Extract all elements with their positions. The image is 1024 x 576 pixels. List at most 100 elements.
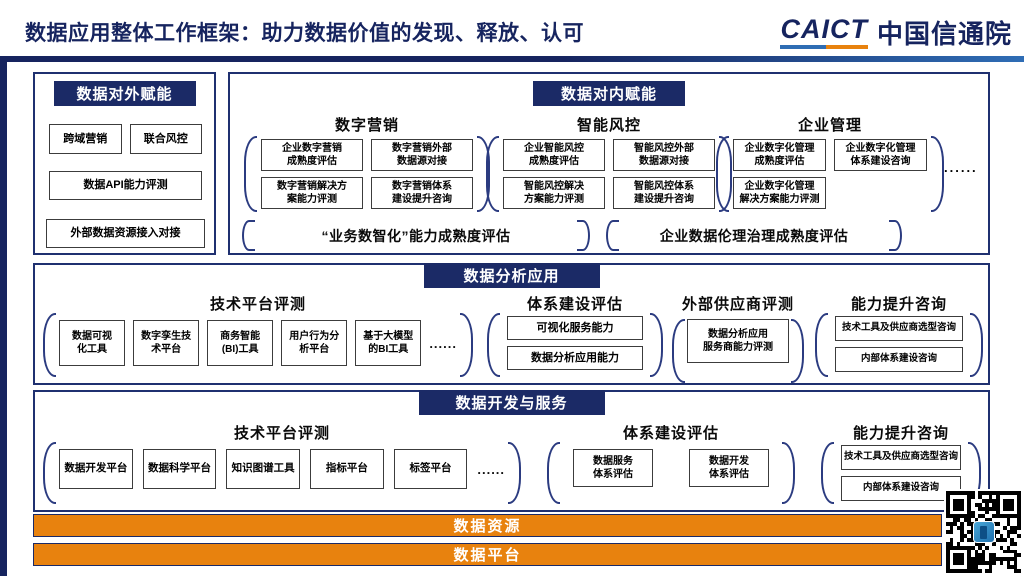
development-system-group: 体系建设评估 数据服务 体系评估 数据开发 体系评估 (547, 422, 795, 504)
feature-box: 数字营销体系 建设提升咨询 (371, 177, 473, 209)
feature-box: 联合风控 (129, 124, 202, 154)
bar-label: 数据平台 (453, 547, 522, 564)
ellipsis-more: ...... (944, 160, 978, 175)
right-bracket-icon (889, 220, 902, 251)
feature-box: 内部体系建设咨询 (835, 347, 963, 372)
caict-logo-chinese: 中国信通院 (876, 18, 1012, 49)
internal-group-enterprise-mgmt: 企业管理 企业数字化管理 成熟度评估 企业数字化管理 体系建设咨询 企业数字化管… (716, 114, 944, 232)
development-tech-platform-group: 技术平台评测 数据开发平台 数据科学平台 知识图谱工具 指标平台 标签平台 ..… (43, 422, 521, 504)
group-title: 体系建设评估 (526, 296, 623, 313)
feature-box: 数据可视 化工具 (59, 320, 126, 366)
bracket-group: 技术工具及供应商选型咨询 内部体系建设咨询 (821, 442, 981, 504)
ellipsis-more: ...... (477, 461, 506, 477)
bracket-group: 企业智能风控 成熟度评估 智能风控外部 数据源对接 智能风控解决 方案能力评测 … (486, 136, 732, 212)
feature-box: 指标平台 (310, 449, 384, 489)
analysis-vendor-group: 外部供应商评测 数据分析应用 服务商能力评测 (672, 293, 804, 383)
group-title: 技术平台评测 (233, 425, 330, 442)
qr-center-icon (972, 521, 995, 543)
feature-box: 技术工具及供应商选型咨询 (841, 445, 961, 470)
panel-external-empowerment: 数据对外赋能 跨域营销 联合风控 数据API能力评测 外部数据资源接入对接 (33, 72, 216, 255)
caict-logo-underline (780, 44, 868, 49)
data-resources-bar: 数据资源 (33, 514, 942, 537)
feature-box: 内部体系建设咨询 (841, 476, 961, 501)
feature-box: 用户行为分 析平台 (281, 320, 348, 366)
feature-box: 数据分析应用 服务商能力评测 (687, 319, 789, 363)
bracket-group: “业务数智化”能力成熟度评估 (242, 220, 590, 251)
header: 数据应用整体工作框架：助力数据价值的发现、释放、认可 CAICT 中国信通院 (25, 10, 1012, 54)
analysis-tech-platform-group: 技术平台评测 数据可视 化工具 数字孪生技 术平台 商务智能 (BI)工具 用户… (43, 293, 473, 377)
bracket-group: 数据分析应用 服务商能力评测 (672, 319, 804, 383)
feature-box: 智能风控体系 建设提升咨询 (613, 177, 715, 209)
feature-box: 智能风控解决 方案能力评测 (503, 177, 605, 209)
left-bracket-icon (487, 313, 500, 377)
left-bracket-icon (486, 136, 499, 212)
group-title: 企业管理 (797, 117, 862, 134)
right-bracket-icon (791, 319, 804, 383)
group-title: 外部供应商评测 (681, 296, 794, 313)
group-title: 能力提升咨询 (852, 425, 949, 442)
left-bracket-icon (716, 136, 729, 212)
assessment-label: “业务数智化”能力成熟度评估 (321, 227, 511, 244)
caict-logo: CAICT 中国信通院 (780, 14, 1012, 51)
bracket-group: 技术工具及供应商选型咨询 内部体系建设咨询 (815, 313, 983, 377)
feature-box: 外部数据资源接入对接 (46, 219, 205, 248)
feature-box: 技术工具及供应商选型咨询 (835, 316, 963, 341)
feature-box: 智能风控外部 数据源对接 (613, 139, 715, 171)
feature-box: 企业数字化管理 解决方案能力评测 (733, 177, 826, 209)
feature-box: 数据科学平台 (142, 449, 217, 489)
caict-logo-text: CAICT (780, 13, 868, 44)
feature-box: 跨域营销 (49, 124, 122, 154)
internal-bottom-assessment-2: 企业数据伦理治理成熟度评估 (606, 220, 902, 251)
feature-box: 企业数字化管理 成熟度评估 (733, 139, 826, 171)
analysis-consult-group: 能力提升咨询 技术工具及供应商选型咨询 内部体系建设咨询 (815, 293, 983, 377)
feature-box: 商务智能 (BI)工具 (207, 320, 274, 366)
bracket-group: 企业数字化管理 成熟度评估 企业数字化管理 体系建设咨询 企业数字化管理 解决方… (716, 136, 944, 212)
feature-box: 数字孪生技 术平台 (133, 320, 200, 366)
data-platform-bar: 数据平台 (33, 543, 942, 566)
feature-box: 数据分析应用能力 (507, 346, 643, 370)
feature-box: 数据开发 体系评估 (689, 449, 769, 487)
bar-label: 数据资源 (453, 518, 522, 535)
group-title: 技术平台评测 (209, 296, 306, 313)
title-divider (0, 56, 1024, 62)
left-bracket-icon (815, 313, 828, 377)
right-bracket-icon (577, 220, 590, 251)
internal-bottom-assessment-1: “业务数智化”能力成熟度评估 (242, 220, 590, 251)
feature-box: 标签平台 (393, 449, 468, 489)
left-bracket-icon (244, 136, 257, 212)
feature-box: 数字营销外部 数据源对接 (371, 139, 473, 171)
internal-group-smart-risk: 智能风控 企业智能风控 成熟度评估 智能风控外部 数据源对接 智能风控解决 方案… (486, 114, 732, 232)
qr-code (944, 489, 1023, 575)
ellipsis-more: ...... (429, 335, 457, 351)
feature-box: 数据服务 体系评估 (573, 449, 653, 487)
caict-logotype: CAICT (780, 13, 868, 49)
left-bracket-icon (43, 442, 56, 504)
feature-box: 数据开发平台 (59, 449, 133, 489)
panel-internal-empowerment: 数据对内赋能 数字营销 企业数字营销 成熟度评估 数字营销外部 数据源对接 数字… (228, 72, 990, 255)
feature-box: 可视化服务能力 (507, 316, 643, 340)
group-title: 体系建设评估 (622, 425, 719, 442)
left-bracket-icon (606, 220, 619, 251)
bracket-group: 可视化服务能力 数据分析应用能力 (487, 313, 663, 377)
left-accent-bar (0, 62, 7, 576)
bracket-group: 数据服务 体系评估 数据开发 体系评估 (547, 442, 795, 504)
panel-external-title-badge: 数据对外赋能 (53, 81, 196, 106)
feature-box: 数字营销解决方 案能力评测 (261, 177, 363, 209)
external-pair-row: 跨域营销 联合风控 (49, 124, 202, 154)
panel-analysis-title-badge: 数据分析应用 (423, 263, 600, 288)
left-bracket-icon (821, 442, 834, 504)
feature-box: 企业数字化管理 体系建设咨询 (834, 139, 927, 171)
panel-data-development: 数据开发与服务 技术平台评测 数据开发平台 数据科学平台 知识图谱工具 指标平台… (33, 390, 990, 512)
development-consult-group: 能力提升咨询 技术工具及供应商选型咨询 内部体系建设咨询 (821, 422, 981, 504)
feature-box: 企业数字营销 成熟度评估 (261, 139, 363, 171)
left-bracket-icon (547, 442, 560, 504)
internal-group-digital-marketing: 数字营销 企业数字营销 成熟度评估 数字营销外部 数据源对接 数字营销解决方 案… (244, 114, 490, 232)
bracket-group: 企业数字营销 成熟度评估 数字营销外部 数据源对接 数字营销解决方 案能力评测 … (244, 136, 490, 212)
bracket-group: 数据可视 化工具 数字孪生技 术平台 商务智能 (BI)工具 用户行为分 析平台… (43, 313, 473, 377)
feature-box: 基于大模型 的BI工具 (355, 320, 422, 366)
left-bracket-icon (43, 313, 56, 377)
group-title: 智能风控 (576, 117, 641, 134)
group-title: 能力提升咨询 (850, 296, 947, 313)
feature-box: 企业智能风控 成熟度评估 (503, 139, 605, 171)
bracket-group: 企业数据伦理治理成熟度评估 (606, 220, 902, 251)
